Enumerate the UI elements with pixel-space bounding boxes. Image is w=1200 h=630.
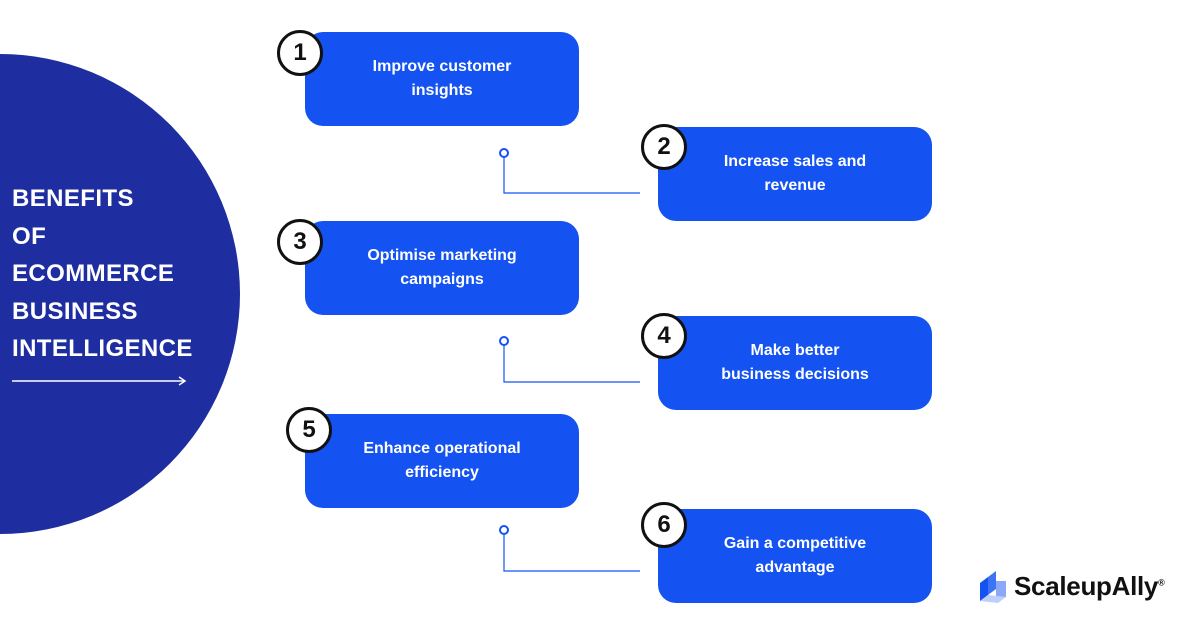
title-line: BUSINESS (12, 297, 138, 325)
benefit-text: Gain a competitive (723, 535, 867, 552)
number-badge-5: 5 (286, 407, 332, 453)
logo-stairs-icon (980, 571, 1006, 603)
benefit-card-5: Enhance operational efficiency (305, 414, 579, 508)
number-badge-1: 1 (277, 30, 323, 76)
arrow-right-icon (12, 376, 187, 386)
number-badge-3: 3 (277, 219, 323, 265)
title-line: INTELLIGENCE (12, 335, 193, 362)
benefit-text: campaigns (400, 271, 484, 288)
registered-mark: ® (1158, 576, 1165, 587)
benefit-text: efficiency (405, 464, 479, 481)
benefit-text: revenue (764, 177, 826, 194)
logo-text: ScaleupAlly® (1014, 570, 1165, 601)
benefit-card-3: Optimise marketing campaigns (305, 221, 579, 315)
benefit-text: business decisions (721, 366, 869, 383)
benefit-text: Make better (750, 342, 840, 359)
benefit-text: Improve customer (372, 58, 512, 75)
benefit-text: Increase sales and (723, 153, 867, 170)
page-title: BENEFITS OF ECOMMERCE BUSINESS INTELLIGE… (12, 180, 193, 368)
title-line: OF (12, 222, 47, 250)
benefit-card-2: Increase sales and revenue (658, 127, 932, 221)
benefit-text: Optimise marketing (367, 247, 517, 264)
number-badge-2: 2 (641, 124, 687, 170)
title-line: BENEFITS (12, 185, 134, 212)
benefit-text: Enhance operational (363, 440, 521, 457)
number-badge-6: 6 (641, 502, 687, 548)
number-badge-4: 4 (641, 313, 687, 359)
benefit-card-6: Gain a competitive advantage (658, 509, 932, 603)
benefit-card-1: Improve customer insights (305, 32, 579, 126)
benefit-text: advantage (755, 559, 835, 576)
benefit-card-4: Make better business decisions (658, 316, 932, 410)
title-line: ECOMMERCE (12, 260, 175, 287)
benefit-text: insights (411, 82, 473, 99)
scaleupally-logo: ScaleupAlly® (978, 568, 1165, 604)
